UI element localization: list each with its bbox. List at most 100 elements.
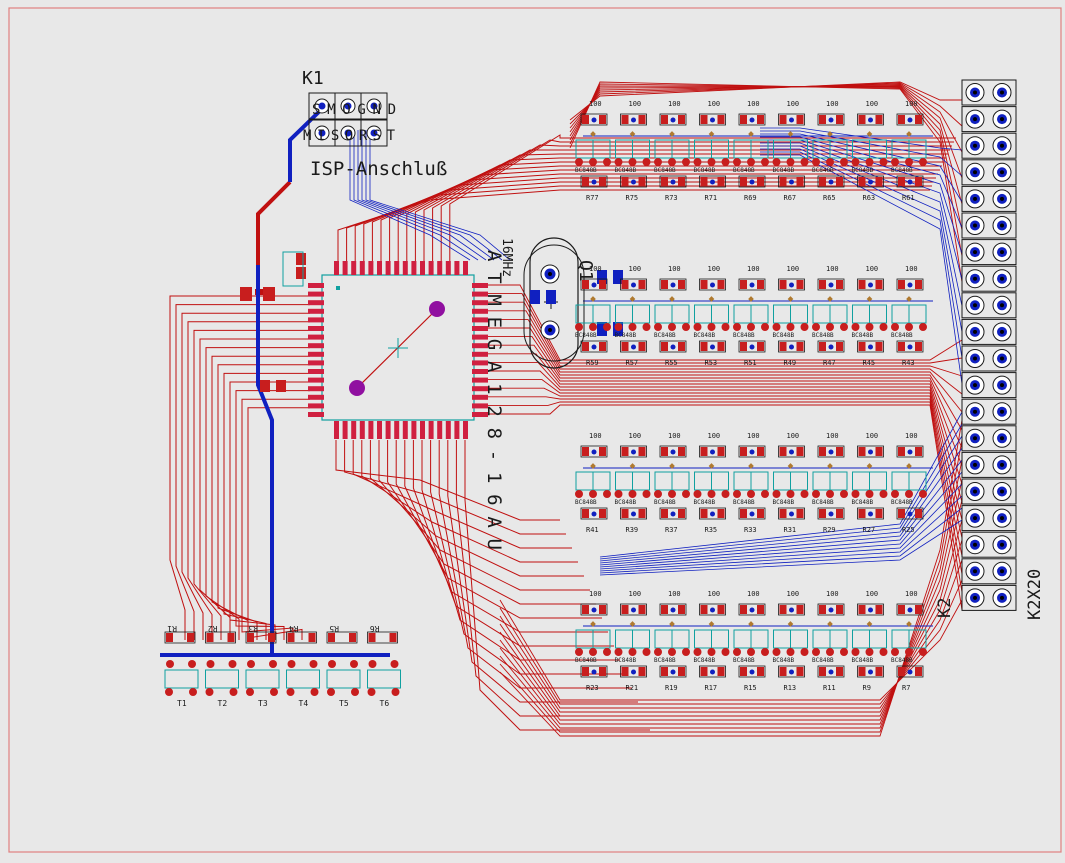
solder-pad-icon	[614, 648, 623, 656]
connector-pin-pair[interactable]	[961, 212, 1017, 239]
connector-pin-pair[interactable]	[961, 531, 1017, 558]
solder-pad-icon	[707, 323, 716, 331]
resistor-value-label: 100	[629, 590, 642, 598]
connector-pin-pair[interactable]	[961, 398, 1017, 425]
via-icon	[670, 282, 676, 288]
resistor-outline	[896, 603, 924, 616]
connector-pin-pair[interactable]	[961, 239, 1017, 266]
led-package-label: BC848B	[733, 332, 755, 339]
solder-pad-icon	[661, 447, 668, 456]
solder-pad-icon	[826, 648, 834, 656]
isp-pin-outline	[360, 92, 388, 120]
connector-pin-pair[interactable]	[961, 159, 1017, 186]
via-icon	[631, 344, 636, 350]
via-icon	[631, 607, 636, 613]
connector-pin-pair[interactable]	[961, 318, 1017, 345]
transistor-outline	[205, 669, 239, 689]
led-package-label: BC848B	[733, 167, 755, 174]
connector-pin-pair[interactable]	[961, 451, 1017, 478]
connector-pin-pair[interactable]	[961, 425, 1017, 452]
connector-pin-pair[interactable]	[961, 106, 1017, 133]
resistor-value-label: 100	[747, 432, 760, 440]
connector-pin-pair[interactable]	[961, 505, 1017, 532]
lower-connector-trace	[599, 459, 963, 566]
resistor-outline	[580, 445, 608, 458]
solder-pad-icon	[582, 342, 589, 351]
solder-pad-icon	[875, 280, 883, 289]
connector-pin-pair[interactable]	[961, 372, 1017, 399]
via-icon	[591, 344, 597, 350]
solder-pad-icon	[165, 688, 173, 696]
connector-pin-pair[interactable]	[961, 132, 1017, 159]
connector-pin-pair[interactable]	[961, 584, 1017, 611]
via-icon	[749, 607, 755, 613]
connector-pin-pair[interactable]	[961, 558, 1017, 585]
connector-signal-trace	[760, 145, 963, 307]
connector-pin-outline	[961, 505, 1017, 532]
via-icon	[906, 621, 912, 627]
cap-outline	[282, 251, 304, 287]
solder-pad-icon	[779, 177, 787, 186]
solder-pad-icon	[919, 490, 927, 498]
connector-pin-pair[interactable]	[961, 265, 1017, 292]
resistor-designator: R51	[744, 359, 757, 367]
connector-pin-pair[interactable]	[961, 79, 1017, 106]
lower-connector-trace	[599, 435, 963, 562]
mcu-bottom-fanout-trace	[352, 440, 572, 549]
connector-pin-pair[interactable]	[961, 345, 1017, 372]
solder-pad-icon	[858, 342, 866, 351]
connector-pin-pair[interactable]	[961, 185, 1017, 212]
solder-pad-icon	[621, 447, 629, 456]
connector-pin-pair[interactable]	[961, 292, 1017, 319]
via-icon	[670, 179, 676, 185]
resistor-outline	[659, 340, 687, 353]
via-icon	[710, 282, 715, 288]
connector-pin-pair[interactable]	[961, 478, 1017, 505]
via-icon	[789, 607, 794, 613]
